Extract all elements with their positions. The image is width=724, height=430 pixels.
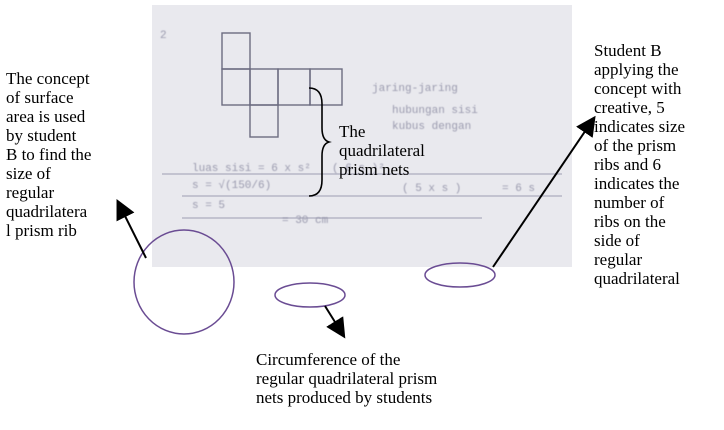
curly-brace bbox=[308, 87, 332, 197]
prism-net-sketch bbox=[221, 32, 343, 138]
right-ellipse bbox=[424, 262, 496, 288]
bottom-ellipse bbox=[274, 282, 346, 308]
left-arrow bbox=[116, 199, 147, 259]
bottom-arrow bbox=[324, 305, 346, 339]
right-annotation: Student B applying the concept with crea… bbox=[594, 41, 686, 288]
left-ellipse bbox=[133, 229, 235, 335]
student-work-photo: 2 luas sisi = 6 x s² ( 6 s )² s = √(150/… bbox=[152, 5, 572, 267]
right-arrow bbox=[492, 115, 596, 268]
middle-annotation: The quadrilateral prism nets bbox=[339, 122, 425, 179]
bottom-annotation: Circumference of the regular quadrilater… bbox=[256, 350, 438, 407]
left-annotation: The concept of surface area is used by s… bbox=[6, 69, 92, 240]
